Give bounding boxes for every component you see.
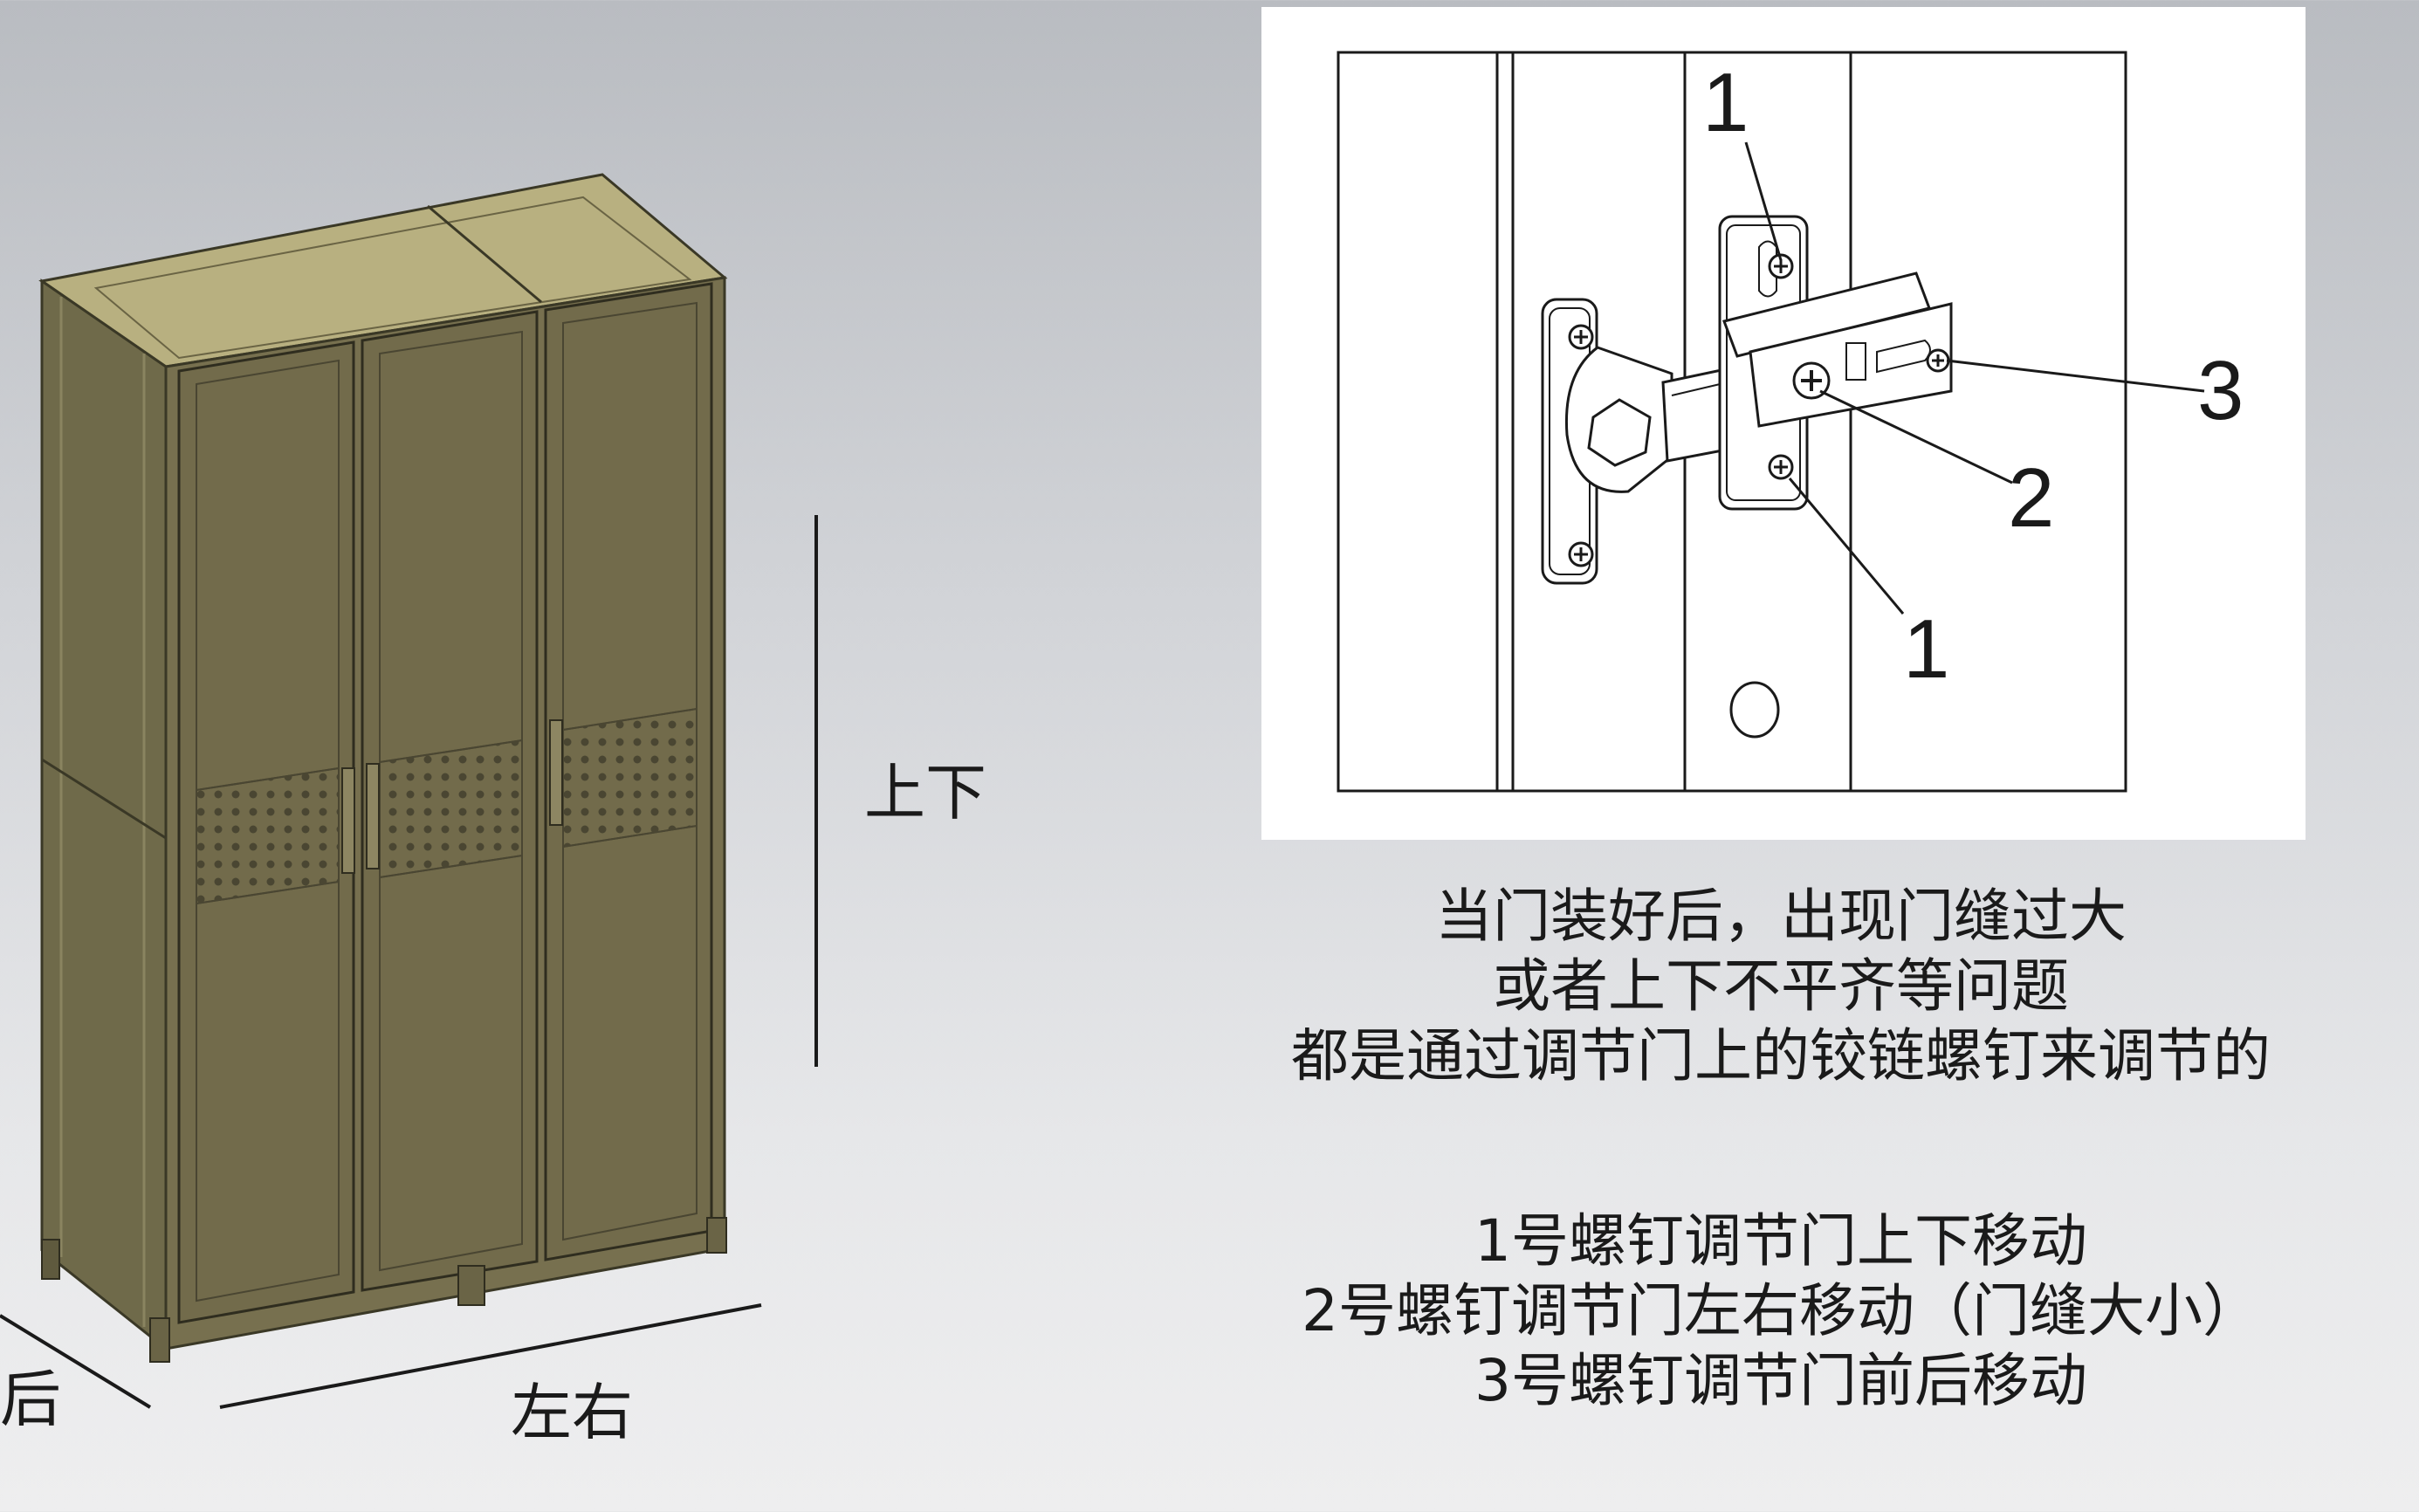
label-up-down: 上下 xyxy=(864,757,986,828)
cabinet-illustration xyxy=(0,173,818,1409)
callout-screw-1-top: 1 xyxy=(1702,56,1749,149)
callout-screw-3: 3 xyxy=(2197,344,2244,437)
callout-screw-2: 2 xyxy=(2008,451,2055,545)
description-text: 当门装好后，出现门缝过大 或者上下不平齐等问题 都是通过调节门上的铰链螺钉来调节… xyxy=(1135,882,2419,1091)
screw-icon xyxy=(1568,541,1594,567)
screw-1-bottom-icon xyxy=(1768,454,1794,480)
screw-3-icon xyxy=(1926,348,1950,373)
handle-right xyxy=(549,719,563,826)
left-right-line xyxy=(219,1303,762,1409)
screw-1-top-icon xyxy=(1768,253,1794,279)
label-left-right: 左右 xyxy=(511,1377,633,1448)
description-line-1: 当门装好后，出现门缝过大 xyxy=(1435,883,2127,950)
instructions-text: 1号螺钉调节门上下移动 2号螺钉调节门左右移动（门缝大小） 3号螺钉调节门前后移… xyxy=(1135,1206,2419,1416)
callout-screw-1-bottom: 1 xyxy=(1903,602,1950,696)
screw-2-icon xyxy=(1792,361,1831,400)
instruction-line-2: 2号螺钉调节门左右移动（门缝大小） xyxy=(1302,1277,2260,1344)
label-front-back: 后 xyxy=(0,1364,61,1435)
door-hole xyxy=(1729,681,1780,739)
hinge-diagram xyxy=(1337,51,2205,793)
screw-icon xyxy=(1568,324,1594,350)
description-line-3: 都是通过调节门上的铰链螺钉来调节的 xyxy=(1291,1022,2271,1089)
instruction-line-1: 1号螺钉调节门上下移动 xyxy=(1474,1207,2087,1275)
handle-left xyxy=(341,767,355,874)
handle-middle xyxy=(366,763,380,869)
instruction-line-3: 3号螺钉调节门前后移动 xyxy=(1474,1347,2087,1414)
front-back-line xyxy=(0,1314,152,1409)
hinge-detail-panel: 1 3 2 1 xyxy=(1261,7,2306,840)
description-line-2: 或者上下不平齐等问题 xyxy=(1493,952,2069,1020)
